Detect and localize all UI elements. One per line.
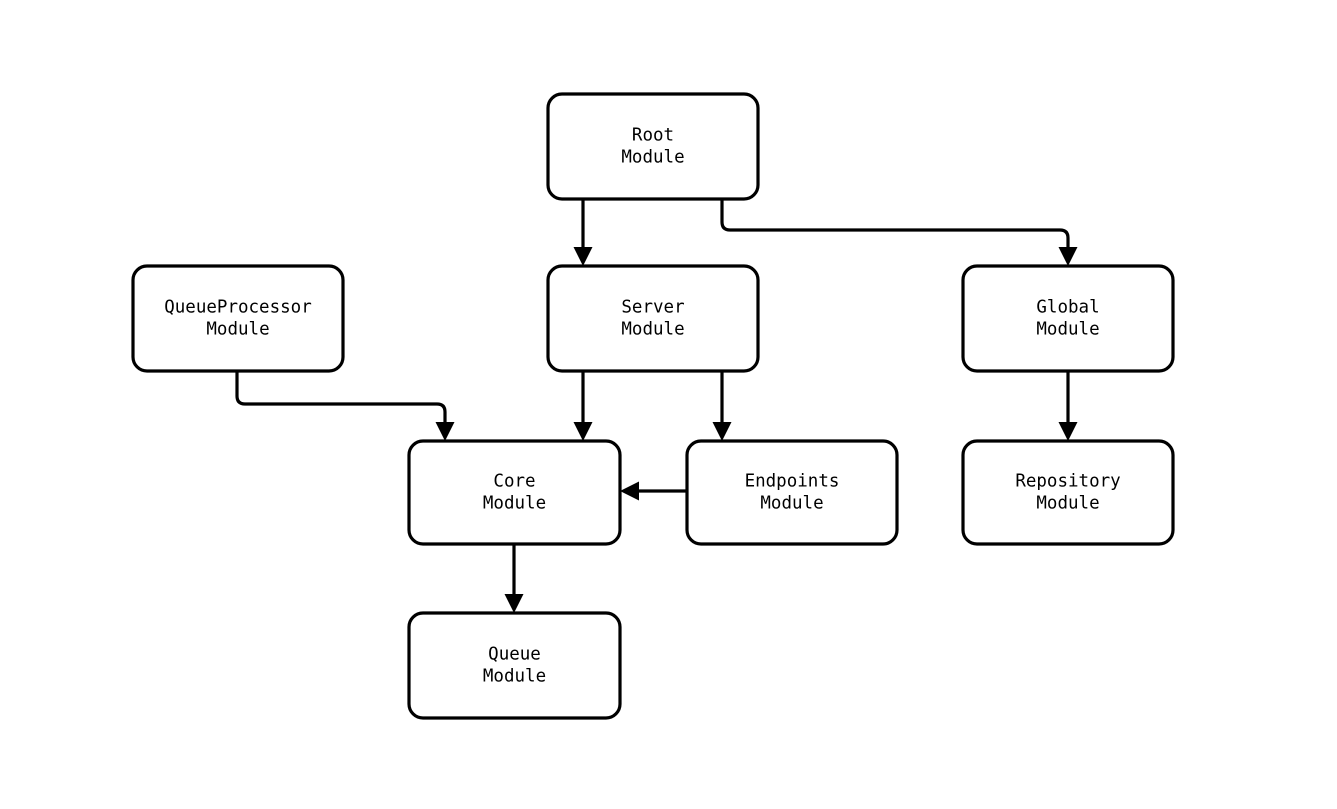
node-label-line-1: Queue	[488, 645, 541, 665]
node-label-line-2: Module	[483, 666, 546, 686]
edge-root-to-server	[573, 199, 593, 266]
arrowhead-icon	[1058, 247, 1078, 266]
edge-root-to-global	[720, 199, 1078, 266]
node-box[interactable]	[546, 264, 760, 373]
node-box[interactable]	[685, 439, 899, 546]
node-label-line-2: Module	[1036, 319, 1099, 339]
edge-line	[235, 371, 447, 427]
node-label-line-1: Root	[632, 126, 674, 146]
node-label-line-2: Module	[483, 493, 546, 513]
edges-group	[235, 199, 1078, 613]
edge-global-to-repository	[1058, 371, 1078, 441]
edge-server-to-endpoints	[712, 371, 732, 441]
node-label-line-1: QueueProcessor	[164, 298, 312, 318]
node-label-line-2: Module	[621, 147, 684, 167]
node-label-line-2: Module	[760, 493, 823, 513]
edge-server-to-core	[573, 371, 593, 441]
node-label-line-1: Server	[621, 298, 684, 318]
edge-queueprocessor-to-core	[235, 371, 455, 441]
arrowhead-icon	[504, 594, 524, 613]
node-label-line-1: Core	[493, 472, 535, 492]
node-label-line-2: Module	[621, 319, 684, 339]
node-box[interactable]	[131, 264, 345, 373]
node-box[interactable]	[546, 92, 760, 201]
arrowhead-icon	[435, 422, 455, 441]
node-box[interactable]	[407, 611, 622, 720]
edge-line	[720, 199, 1070, 252]
node-label-line-1: Repository	[1015, 472, 1120, 492]
arrowhead-icon	[1058, 422, 1078, 441]
node-label-line-1: Global	[1036, 298, 1099, 318]
edge-core-to-queue	[504, 544, 524, 613]
arrowhead-icon	[573, 247, 593, 266]
arrowhead-icon	[620, 481, 639, 501]
edge-endpoints-to-core	[620, 481, 687, 501]
node-box[interactable]	[961, 439, 1175, 546]
node-label-line-1: Endpoints	[745, 472, 840, 492]
arrowhead-icon	[712, 422, 732, 441]
node-label-line-2: Module	[1036, 493, 1099, 513]
node-label-line-2: Module	[206, 319, 269, 339]
node-box[interactable]	[407, 439, 622, 546]
arrowhead-icon	[573, 422, 593, 441]
node-box[interactable]	[961, 264, 1175, 373]
